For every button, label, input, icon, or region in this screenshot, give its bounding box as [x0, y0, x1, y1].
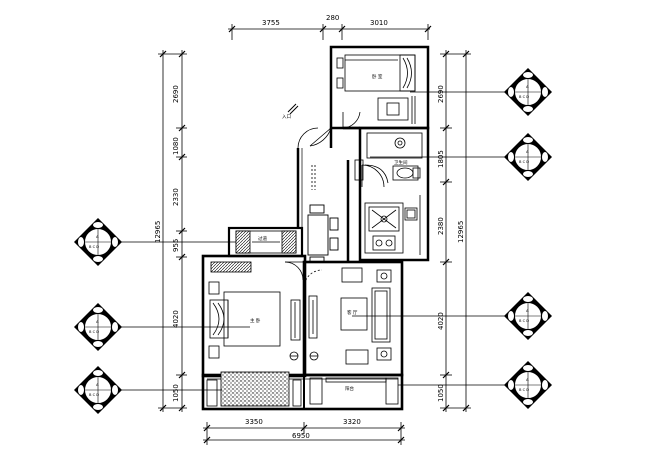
marker-code: A	[526, 309, 529, 313]
label-bath: 卫生间	[394, 159, 408, 166]
marker-sub: B C D	[89, 245, 99, 249]
marker-code: A	[96, 235, 99, 239]
marker-code: A	[96, 320, 99, 324]
marker-code: A	[526, 85, 529, 89]
dim-left-labels: 2690 1080 2330 955 4020 1050 12965	[154, 85, 180, 402]
elevation-marker: A B C D	[504, 68, 552, 116]
elevation-marker: A B C D	[504, 133, 552, 181]
master-bed	[208, 261, 301, 361]
label-entry: 入口	[282, 114, 291, 120]
door-swings	[284, 111, 385, 300]
dim-left-5: 4020	[172, 310, 180, 328]
dining-set	[307, 204, 339, 263]
kitchen-fixtures	[364, 195, 421, 255]
elevation-marker: A B C D	[74, 303, 122, 351]
dim-right-total: 12965	[457, 221, 465, 243]
marker-code: A	[526, 378, 529, 382]
balcony-fixtures	[206, 371, 399, 407]
label-corridor: 过道	[258, 235, 267, 242]
dim-right-4: 4020	[437, 312, 445, 330]
marker-code: A	[526, 150, 529, 154]
elevation-marker: A B C D	[74, 218, 122, 266]
elevation-marker: A B C D	[74, 366, 122, 414]
dim-left-2: 1080	[172, 137, 180, 155]
living-furniture	[308, 267, 392, 365]
dimension-ticks	[159, 25, 470, 444]
dim-left-total: 12965	[154, 221, 162, 243]
hall-cabinet	[235, 230, 297, 254]
elevation-marker: A B C D	[504, 361, 552, 409]
elevation-marker: A B C D	[504, 292, 552, 340]
dim-top-3: 3010	[370, 19, 388, 27]
dim-right-5: 1050	[437, 384, 445, 402]
marker-sub: B C D	[519, 160, 529, 164]
marker-sub: B C D	[89, 330, 99, 334]
top-bed	[336, 54, 416, 124]
dim-right-2: 1805	[437, 150, 445, 168]
walls	[201, 45, 430, 411]
leader-lines	[120, 91, 510, 391]
marker-sub: B C D	[519, 319, 529, 323]
label-balcony: 阳台	[345, 385, 354, 392]
dim-right-3: 2380	[437, 217, 445, 235]
dimension-lines	[158, 24, 471, 445]
dim-left-4: 955	[172, 239, 180, 252]
label-living: 客 厅	[347, 309, 358, 316]
dim-bottom-2: 3320	[343, 418, 361, 426]
label-top-room: 卧 室	[372, 73, 383, 80]
marker-sub: B C D	[89, 393, 99, 397]
bathroom-fixtures	[364, 132, 423, 184]
dim-left-1: 2690	[172, 85, 180, 103]
dim-left-6: 1050	[172, 384, 180, 402]
dim-right-labels: 2690 1805 2380 4020 1050 12965	[437, 85, 465, 402]
marker-sub: B C D	[519, 95, 529, 99]
dim-right-1: 2690	[437, 85, 445, 103]
dim-bottom-1: 3350	[245, 418, 263, 426]
marker-sub: B C D	[519, 388, 529, 392]
dim-top-2: 280	[326, 14, 339, 22]
marker-code: A	[96, 383, 99, 387]
label-bedroom: 主 卧	[250, 317, 261, 324]
dim-left-3: 2330	[172, 188, 180, 206]
corridor-fixtures	[287, 103, 364, 190]
dim-bottom-total: 6950	[292, 432, 310, 440]
dim-top-1: 3755	[262, 19, 280, 27]
